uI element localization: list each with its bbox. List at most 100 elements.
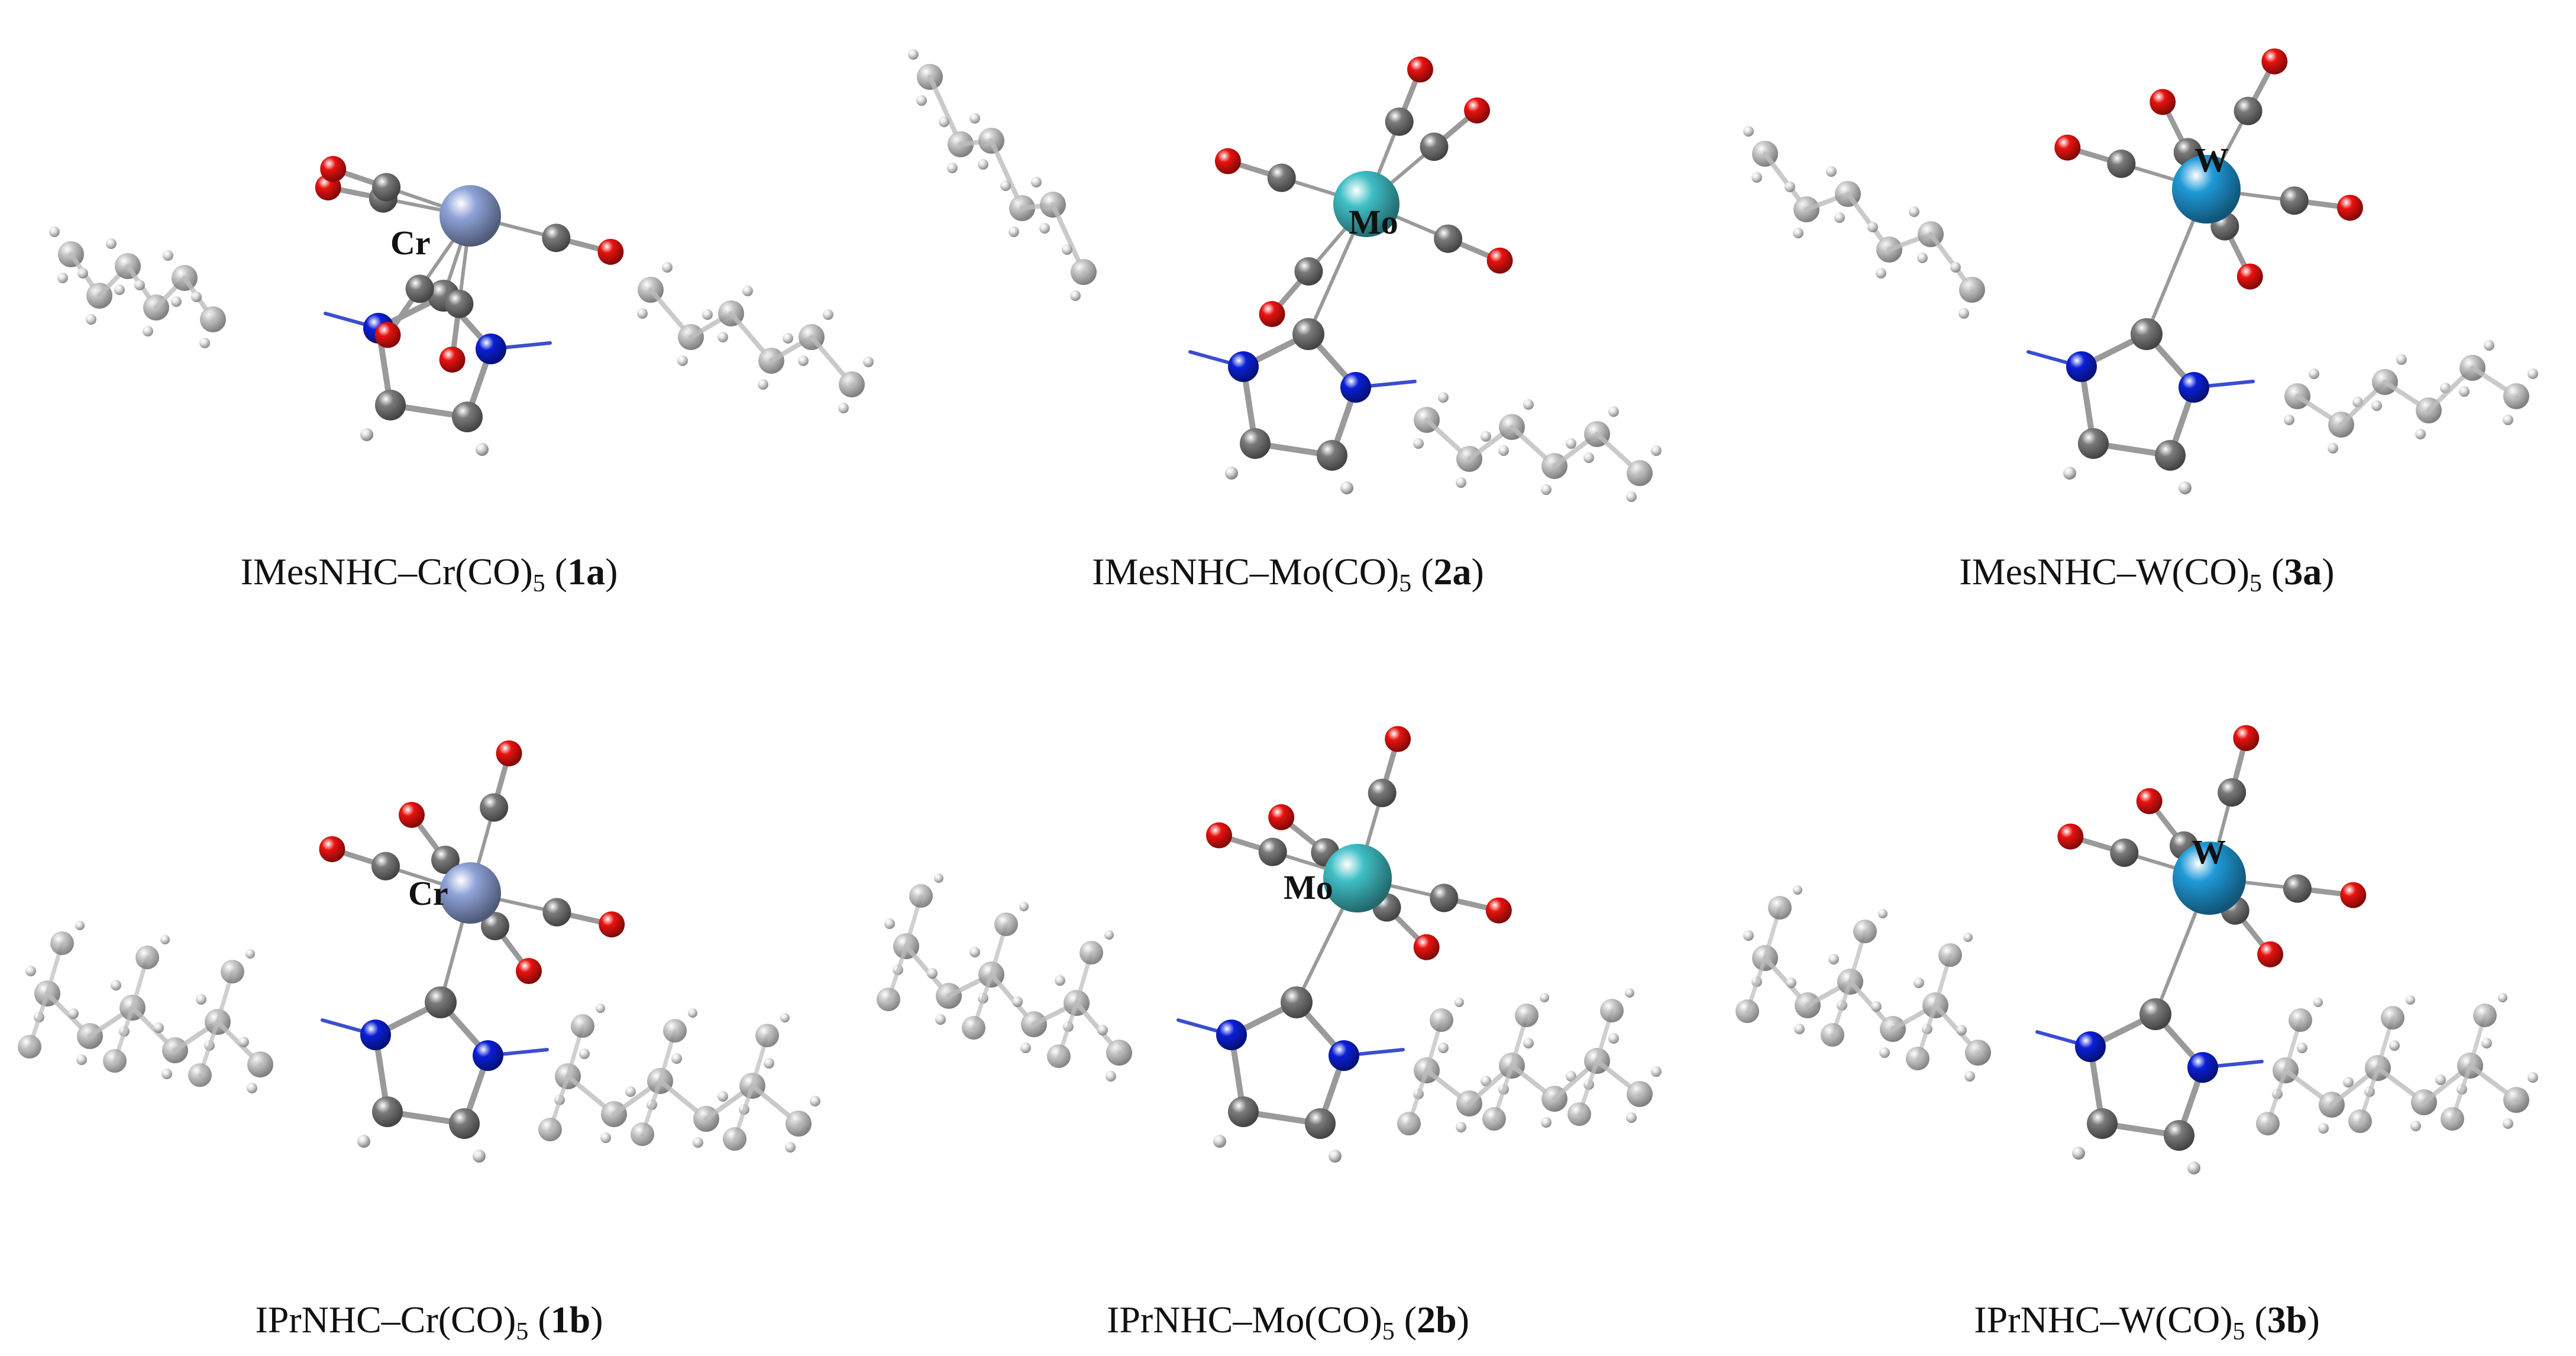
oxygen-atom xyxy=(2233,725,2260,752)
hydrogen-atom xyxy=(2187,1161,2200,1174)
hydrogen-atom xyxy=(1062,244,1072,255)
hydrogen-atom xyxy=(1909,206,1919,217)
oxygen-atom xyxy=(1486,247,1513,274)
carbonyl-carbon-atom xyxy=(372,173,401,202)
carbon-atom xyxy=(1305,1108,1336,1139)
hydrogen-atom xyxy=(360,428,373,441)
oxygen-atom xyxy=(399,802,425,828)
hydrogen-atom xyxy=(1456,1122,1466,1132)
carbon-atom xyxy=(449,1108,480,1139)
hydrogen-atom xyxy=(49,226,60,237)
metal-label: W xyxy=(2194,141,2229,179)
faded-carbon-atom xyxy=(839,371,865,397)
caption-subscript: 5 xyxy=(516,1318,529,1345)
hydrogen-atom xyxy=(838,403,849,413)
faded-carbon-atom xyxy=(1627,1081,1653,1107)
oxygen-atom xyxy=(1407,56,1433,83)
carbon-atom xyxy=(1317,440,1347,471)
faded-carbon-atom xyxy=(723,1127,746,1151)
faded-carbon-atom xyxy=(1959,277,1985,303)
faded-carbon-atom xyxy=(1906,1047,1929,1070)
faded-carbon-atom xyxy=(571,1014,594,1038)
hydrogen-atom xyxy=(2284,415,2294,425)
molecule-2b: Mo xyxy=(877,726,1662,1163)
metal-atom xyxy=(1333,171,1399,237)
hydrogen-atom xyxy=(196,994,206,1005)
hydrogen-atom xyxy=(1225,467,1238,480)
faded-carbon-atom xyxy=(1430,1008,1453,1032)
carbonyl-carbon-atom xyxy=(445,289,474,318)
hydrogen-atom xyxy=(57,273,68,283)
hydrogen-atom xyxy=(798,355,809,366)
carbon-atom xyxy=(2078,428,2109,459)
hydrogen-atom xyxy=(1879,1047,1890,1058)
hydrogen-atom xyxy=(1914,978,1924,988)
carbon-atom xyxy=(1240,428,1271,459)
hydrogen-atom xyxy=(1608,406,1619,417)
faded-carbon-atom xyxy=(1965,1040,1991,1066)
hydrogen-atom xyxy=(106,238,117,249)
hydrogen-atom xyxy=(1826,166,1837,177)
oxygen-atom xyxy=(597,238,624,265)
hydrogen-atom xyxy=(717,332,728,342)
oxygen-atom xyxy=(2136,788,2163,814)
carbonyl-carbon-atom xyxy=(1258,837,1287,866)
hydrogen-atom xyxy=(134,280,145,290)
hydrogen-atom xyxy=(783,333,793,344)
nitrogen-atom xyxy=(2075,1031,2106,1062)
faded-carbon-atom xyxy=(1627,460,1653,486)
hydrogen-atom xyxy=(579,1048,590,1059)
hydrogen-atom xyxy=(2498,993,2507,1002)
hydrogen-atom xyxy=(2297,1043,2307,1053)
hydrogen-atom xyxy=(2459,386,2470,397)
hydrogen-atom xyxy=(2484,340,2494,351)
nhc-core xyxy=(2035,876,2264,1174)
metal-label: Mo xyxy=(1349,203,1398,241)
hydrogen-atom xyxy=(1009,226,1019,237)
faded-carbon-atom xyxy=(1047,1044,1071,1068)
molecule-3b: W xyxy=(1735,725,2538,1174)
caption-main: IPrNHC–W(CO) xyxy=(1974,1299,2233,1341)
faded-carbon-atom xyxy=(1853,920,1877,943)
hydrogen-atom xyxy=(1039,223,1050,234)
nhc-core xyxy=(324,214,552,456)
oxygen-atom xyxy=(1268,804,1295,830)
compound-number: 1b xyxy=(550,1299,591,1341)
carbene-carbon-atom xyxy=(1281,986,1313,1018)
hydrogen-atom xyxy=(1456,477,1466,488)
hydrogen-atom xyxy=(1340,481,1353,494)
hydrogen-atom xyxy=(476,443,489,456)
hydrogen-atom xyxy=(68,1008,79,1019)
faded-carbon-atom xyxy=(877,988,900,1011)
faded-carbon-atom xyxy=(1515,1004,1539,1027)
faded-carbon-atom xyxy=(1071,259,1097,285)
faded-carbon-atom xyxy=(994,912,1018,936)
hydrogen-atom xyxy=(1070,290,1081,301)
oxygen-atom xyxy=(2336,195,2363,221)
molecule-1b: Cr xyxy=(18,740,820,1163)
hydrogen-atom xyxy=(143,326,153,336)
metal-atom xyxy=(2173,842,2246,915)
carbonyl-carbon-atom xyxy=(1385,107,1414,136)
hydrogen-atom xyxy=(2063,467,2076,480)
hydrogen-atom xyxy=(1751,172,1762,183)
hydrogen-atom xyxy=(2527,368,2538,379)
hydrogen-atom xyxy=(1000,180,1011,191)
faded-carbon-atom xyxy=(2256,1112,2280,1135)
carbonyl-carbon-atom xyxy=(405,274,434,303)
oxygen-atom xyxy=(2150,89,2176,115)
hydrogen-atom xyxy=(939,116,949,127)
hydrogen-atom xyxy=(2503,415,2513,425)
hydrogen-atom xyxy=(2527,1072,2538,1083)
carbon-atom xyxy=(375,390,406,420)
faded-carbon-atom xyxy=(221,960,244,983)
faded-carbon-atom xyxy=(103,1049,127,1073)
hydrogen-atom xyxy=(1540,993,1549,1002)
carbene-carbon-atom xyxy=(2139,998,2171,1030)
nitrogen-atom xyxy=(2066,351,2097,382)
hydrogen-atom xyxy=(473,1150,486,1163)
hydrogen-atom xyxy=(935,1014,946,1025)
hydrogen-atom xyxy=(662,262,673,273)
hydrogen-atom xyxy=(785,1142,796,1153)
panel-1a: Cr IMesNHC–Cr(CO)5 (1a) xyxy=(0,0,874,678)
